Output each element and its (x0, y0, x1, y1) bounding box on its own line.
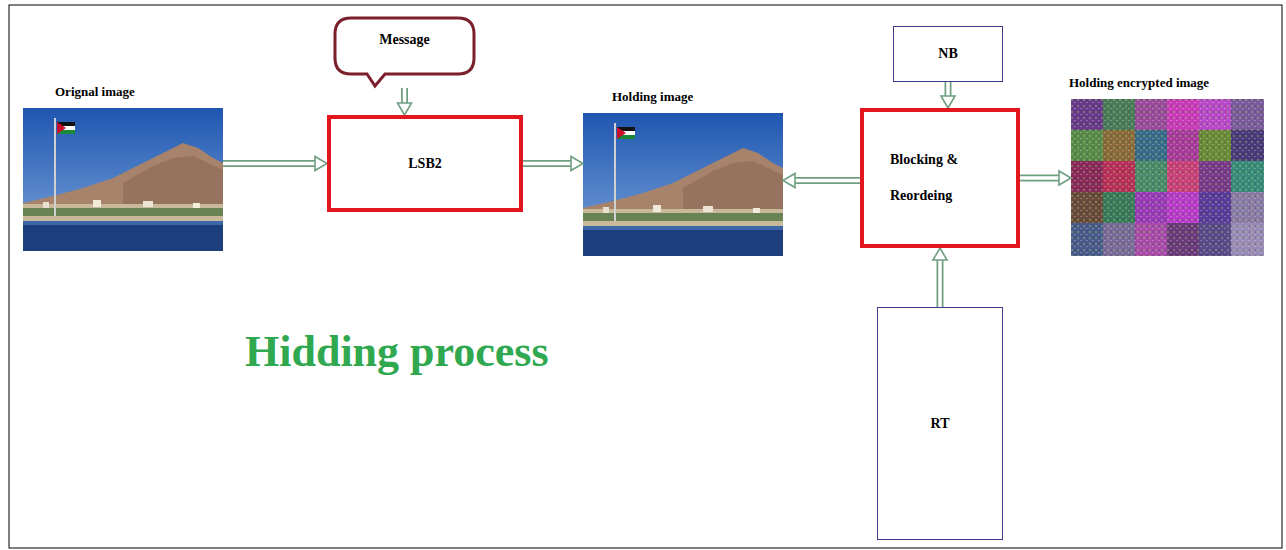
box-label: NB (938, 46, 957, 62)
flow-arrow (523, 157, 583, 171)
diagram-title: Hidding process (245, 326, 549, 377)
flow-arrow (223, 157, 327, 171)
arrow-shaft (401, 88, 408, 103)
arrow-shaft-inner (223, 162, 315, 166)
encrypted-mosaic (1071, 99, 1264, 256)
arrow-head (398, 103, 412, 115)
bubble-outline (333, 16, 476, 88)
image-heading: Holding encrypted image (1069, 75, 1209, 91)
box-label: Blocking & Reordeing (890, 142, 990, 214)
image-frame: Holding image (583, 113, 783, 257)
process-box: LSB2 (327, 115, 523, 212)
arrow-shaft (1020, 175, 1059, 182)
holding-photo (583, 113, 783, 256)
arrow-shaft (223, 160, 315, 167)
image-frame: Orignal image (23, 108, 223, 251)
arrow-head (571, 157, 583, 171)
arrow-head (315, 157, 327, 171)
parameter-box: RT (877, 307, 1003, 540)
flow-arrow (933, 248, 947, 307)
page-frame (9, 5, 1282, 548)
arrow-head (783, 174, 795, 188)
box-label: RT (931, 416, 950, 432)
flow-arrow (398, 88, 412, 115)
arrow-shaft-inner (938, 260, 942, 307)
image-frame: Holding encrypted image (1071, 99, 1264, 256)
arrow-shaft (937, 260, 944, 307)
arrow-head (933, 248, 947, 260)
box-label: LSB2 (408, 156, 441, 172)
arrow-shaft-inner (523, 162, 571, 166)
arrow-shaft (523, 160, 571, 167)
image-heading: Orignal image (55, 84, 135, 100)
flow-arrow (1020, 171, 1071, 185)
arrow-shaft (795, 177, 860, 184)
parameter-box: NB (893, 26, 1003, 82)
arrow-head (941, 96, 955, 108)
arrow-shaft-inner (795, 179, 860, 183)
flow-arrow (941, 82, 955, 108)
arrow-shaft (945, 82, 952, 96)
image-heading: Holding image (612, 89, 693, 105)
box-label: Message (379, 32, 430, 48)
arrow-shaft-inner (403, 88, 407, 103)
flow-arrow (783, 174, 860, 188)
process-box: Blocking & Reordeing (860, 108, 1020, 248)
arrow-shaft-inner (1020, 176, 1059, 180)
message-bubble: Message (333, 16, 476, 88)
arrow-shaft-inner (946, 82, 950, 96)
original-photo (23, 108, 223, 251)
arrow-head (1059, 171, 1071, 185)
bubble-shape (335, 18, 474, 86)
